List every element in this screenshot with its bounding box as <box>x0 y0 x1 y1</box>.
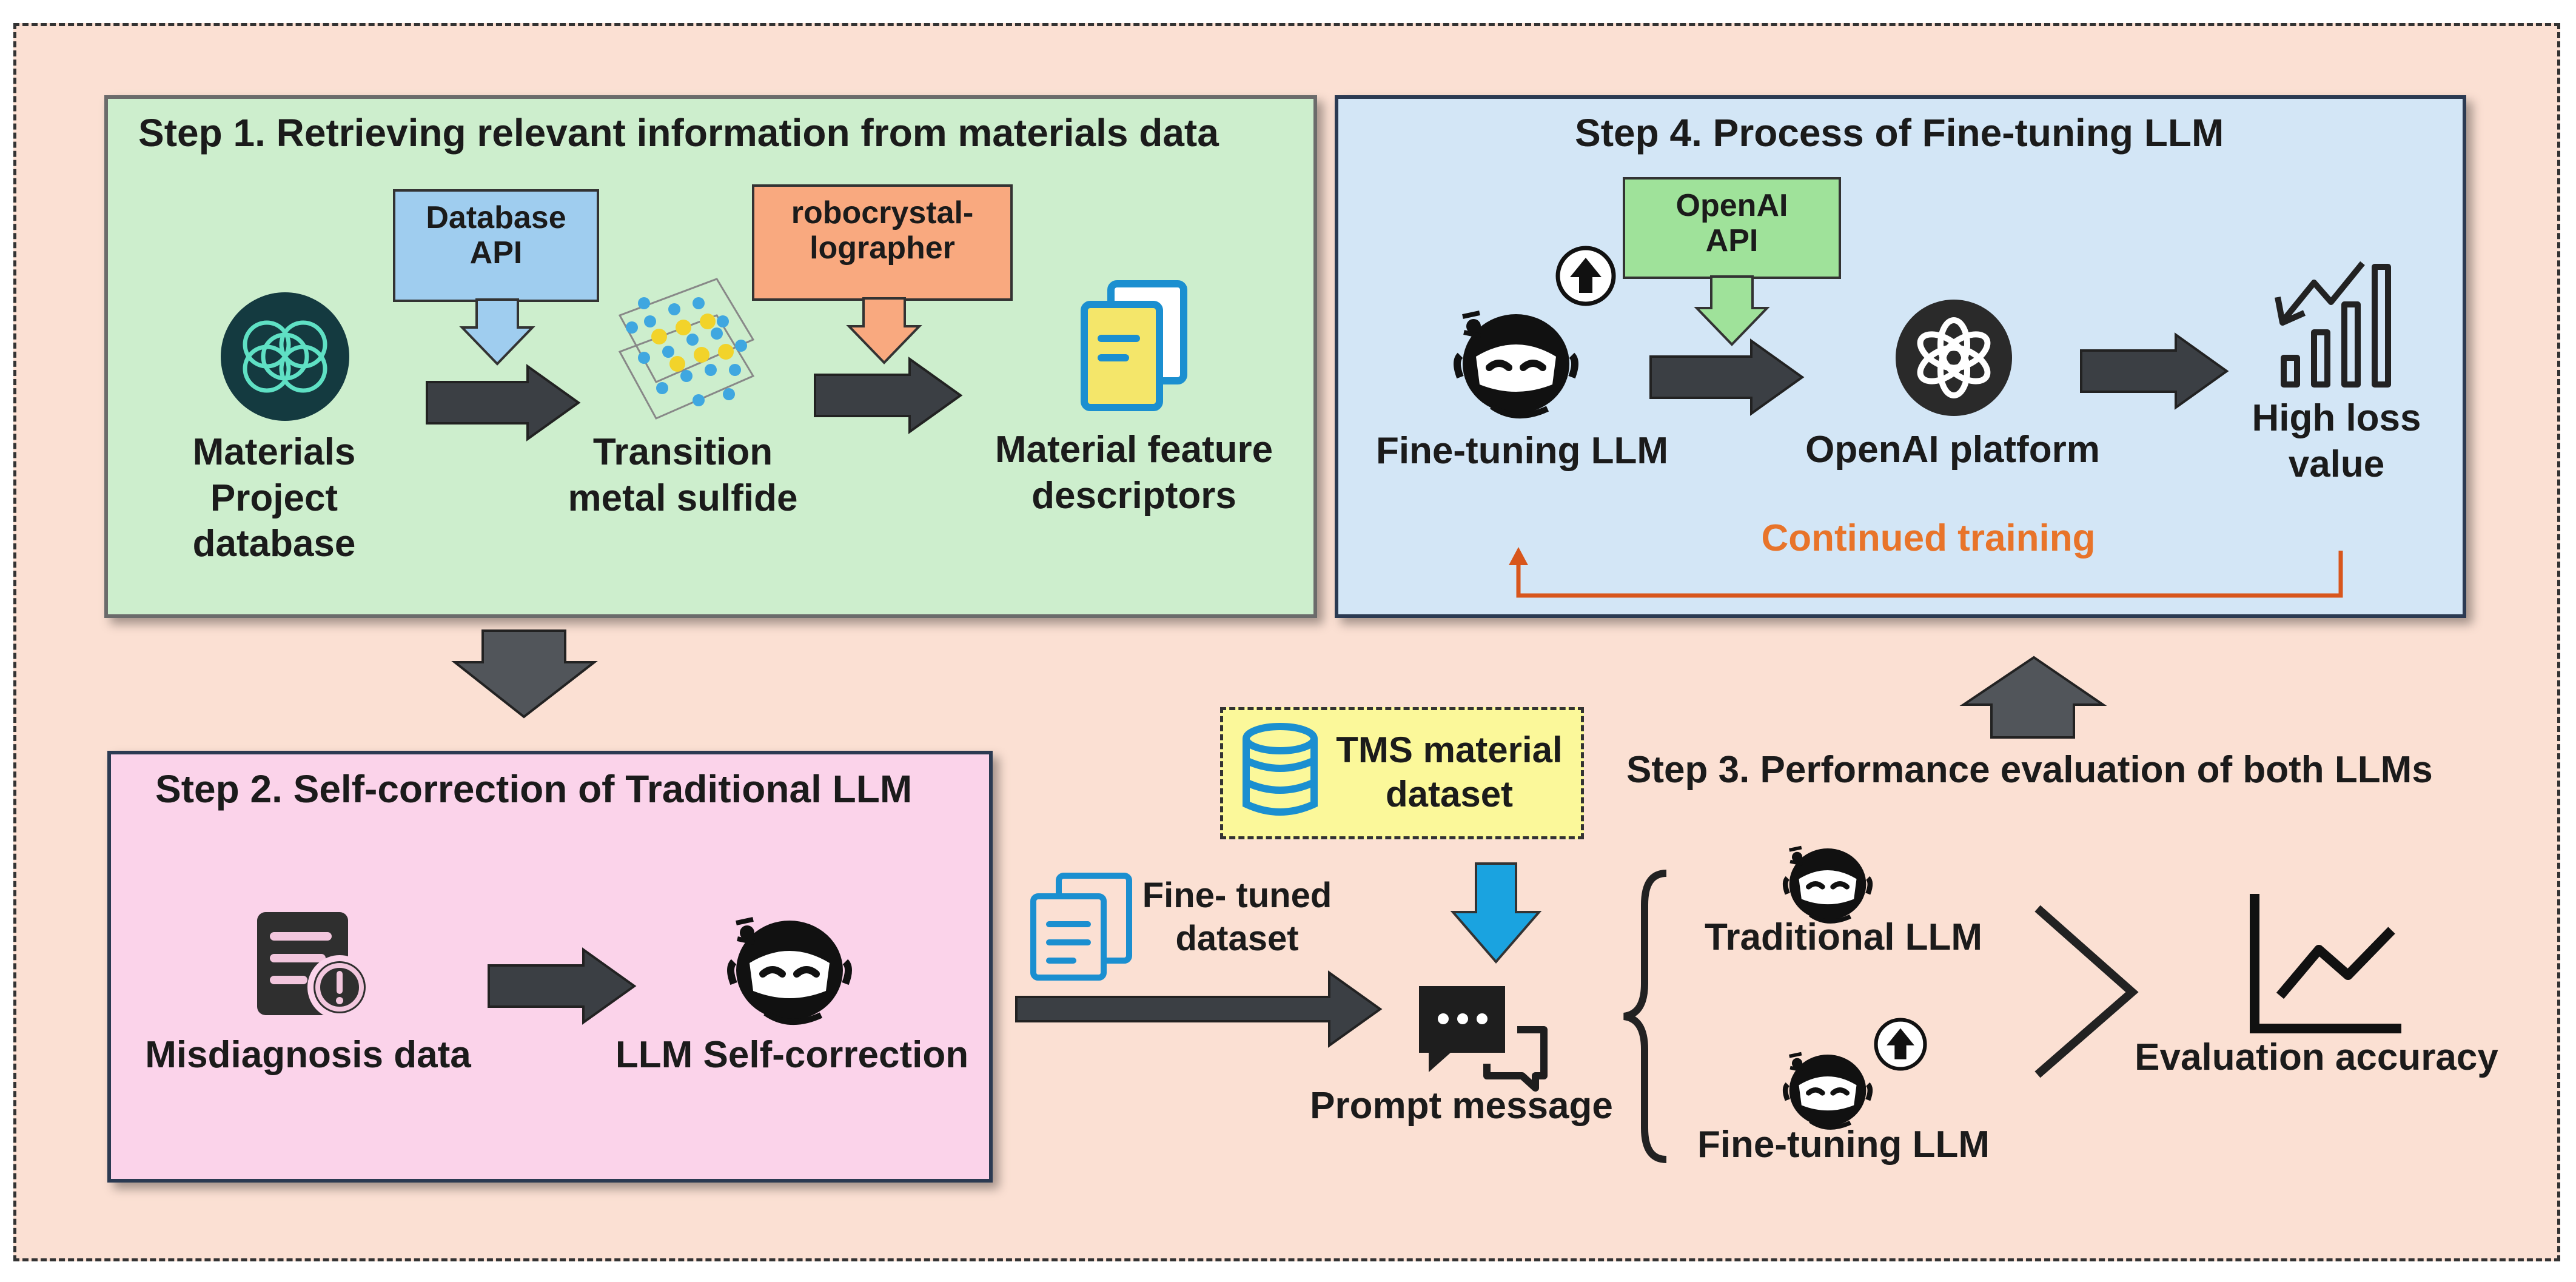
self-correction-robot-icon <box>729 910 850 1031</box>
materials-project-icon <box>221 292 349 421</box>
feature-descriptors-label: Material feature descriptors <box>995 429 1273 517</box>
step4-title: Step 4. Process of Fine-tuning LLM <box>1575 111 2224 155</box>
crystal-structure-icon <box>618 278 755 420</box>
misdiagnosis-label: Misdiagnosis data <box>145 1034 471 1076</box>
evaluation-accuracy-label: Evaluation accuracy <box>2135 1036 2498 1078</box>
prompt-message-icon <box>1419 986 1548 1092</box>
step3-finetuning-llm-label: Fine-tuning LLM <box>1697 1124 1990 1166</box>
step2-title: Step 2. Self-correction of Traditional L… <box>155 767 913 811</box>
finetuned-dataset-label: Fine- tuned dataset <box>1142 876 1332 958</box>
robocrystallographer-callout: robocrystal- lographer <box>752 184 1013 301</box>
loss-chart-icon <box>2275 261 2391 388</box>
arrow-step4-a <box>1649 338 1805 416</box>
tms-dataset-label: TMS material dataset <box>1336 730 1563 815</box>
misdiagnosis-icon <box>257 912 372 1019</box>
curly-brace <box>1623 870 1667 1163</box>
database-api-callout: Database API <box>393 189 599 302</box>
continued-training-arrow <box>1509 547 2343 598</box>
arrow-step1-b <box>814 357 963 434</box>
evaluation-chart-icon <box>2250 894 2401 1033</box>
step4-finetuning-llm-label: Fine-tuning LLM <box>1375 430 1669 472</box>
database-icon <box>1243 723 1318 816</box>
arrow-step1-to-step2 <box>451 629 598 719</box>
finetuning-robot-icon <box>1455 303 1577 425</box>
upload-icon <box>1552 243 1619 309</box>
arrow-step4-b <box>2080 332 2229 410</box>
tms-down-arrow <box>1450 862 1542 964</box>
robocrystallographer-arrow <box>846 297 922 364</box>
step3-title: Step 3. Performance evaluation of both L… <box>1626 749 2433 791</box>
chevron-right-icon <box>2034 905 2139 1078</box>
finetuning-upload-icon <box>1870 1014 1931 1075</box>
database-api-arrow <box>459 298 535 366</box>
prompt-message-label: Prompt message <box>1310 1085 1613 1127</box>
openai-api-callout: OpenAI API <box>1623 177 1841 279</box>
openai-logo-icon <box>1896 300 2012 416</box>
arrow-step3-to-step4 <box>1959 656 2107 739</box>
openai-api-arrow <box>1694 275 1770 346</box>
continued-training-label: Continued training <box>1761 517 2096 559</box>
traditional-llm-label: Traditional LLM <box>1704 916 1983 958</box>
openai-platform-label: OpenAI platform <box>1805 429 2100 471</box>
materials-project-label: Materials Project database <box>192 431 356 565</box>
arrow-step2 <box>488 947 637 1025</box>
finetuned-dataset-icon <box>1030 873 1132 981</box>
documents-icon <box>1081 280 1187 411</box>
arrow-to-prompt <box>1015 970 1383 1048</box>
transition-metal-label: Transition metal sulfide <box>568 431 798 519</box>
high-loss-label: High loss value <box>2252 397 2421 485</box>
step1-title: Step 1. Retrieving relevant information … <box>138 111 1219 155</box>
arrow-step1-a <box>426 364 581 441</box>
self-correction-label: LLM Self-correction <box>615 1034 969 1076</box>
